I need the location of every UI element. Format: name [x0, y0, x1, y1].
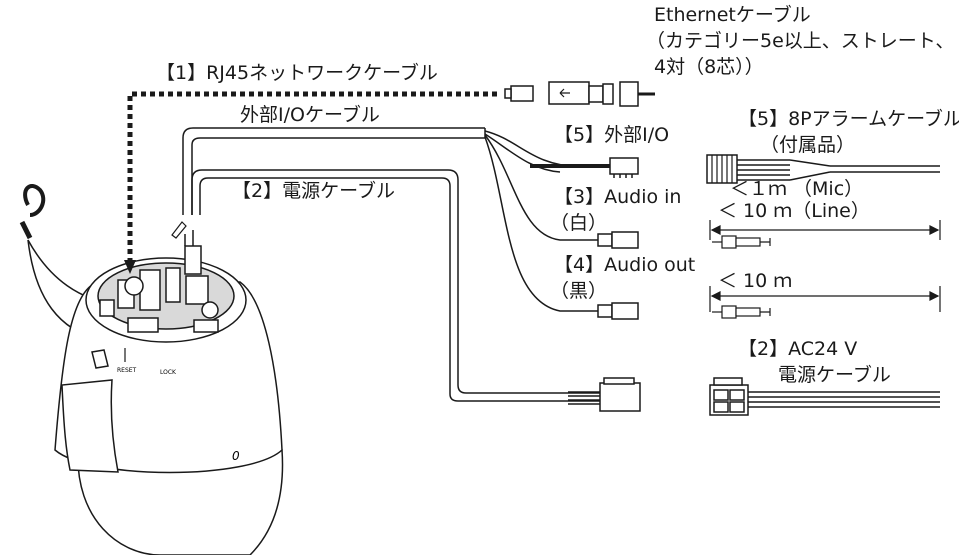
ethernet-cable-spec: （カテゴリー5e以上、ストレート、 [646, 30, 955, 52]
audio-out-color: （黒） [550, 280, 608, 302]
mic-length-label: ＜１ｍ （Mic） [730, 178, 864, 200]
camera-logo: 0 [232, 449, 240, 463]
rj45-cable-label: 【1】RJ45ネットワークケーブル [156, 62, 438, 84]
camera-body [54, 257, 284, 555]
power-cable-label: 【2】電源ケーブル [232, 180, 395, 202]
ethernet-cable-label: Ethernetケーブル [654, 4, 811, 26]
power-connector-camera [184, 230, 202, 275]
ac24v-cable-label: 電源ケーブル [778, 364, 891, 386]
external-io-cable-label: 外部I/Oケーブル [240, 104, 380, 126]
lock-mark: LOCK [160, 369, 177, 376]
ethernet-cable-pairs: 4対（8芯）） [654, 56, 764, 78]
ext-io-label: 【5】外部I/O [554, 124, 670, 146]
line-length-label: ＜ 10 ｍ（Line） [718, 200, 870, 222]
ac24v-label: 【2】AC24 V [738, 338, 858, 360]
alarm-cable-note: （付属品） [760, 134, 856, 156]
audio-out-plug [597, 302, 639, 320]
ext-io-connector [609, 157, 639, 178]
ethernet-connector [548, 81, 655, 107]
audio-out-label: 【4】Audio out [554, 254, 696, 276]
rj45-plug [504, 85, 534, 102]
cable-tie [171, 221, 187, 239]
audio-out-length-label: ＜ 10 ｍ [718, 270, 793, 292]
reset-mark: RESET [117, 367, 137, 374]
rj45-arrow [124, 260, 136, 274]
alarm-cable-label: 【5】8Pアラームケーブル [738, 108, 959, 130]
audio-in-color: （白） [550, 212, 608, 234]
external-io-cable [182, 127, 486, 215]
audio-in-dimension [709, 220, 941, 249]
power-connector-end [568, 377, 641, 412]
ac24v-connector [709, 377, 940, 416]
rj45-cable [127, 91, 497, 262]
power-cable [191, 169, 600, 402]
audio-in-label: 【3】Audio in [554, 186, 682, 208]
alarm-cable [706, 154, 940, 184]
audio-out-dimension [709, 286, 941, 319]
audio-in-plug [597, 231, 639, 249]
